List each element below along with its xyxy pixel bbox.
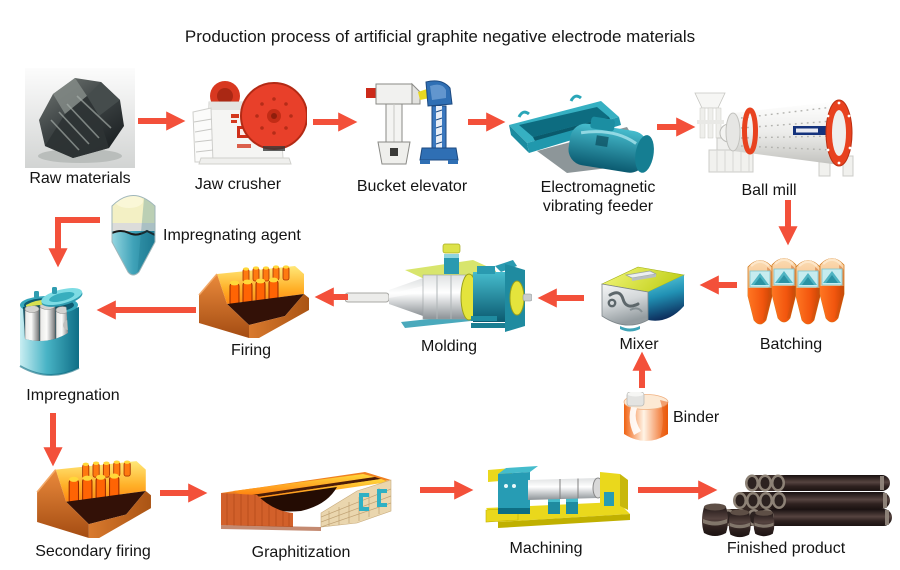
graphitization-label: Graphitization	[251, 544, 351, 561]
machining-illustration	[485, 466, 630, 528]
impregnation-illustration	[19, 287, 83, 377]
node-jaw-crusher	[187, 70, 307, 168]
node-bucket-elevator	[362, 78, 463, 173]
machining-label: Machining	[509, 540, 583, 557]
node-binder	[620, 392, 672, 445]
binder-illustration	[623, 392, 669, 441]
binder-label: Binder	[673, 409, 720, 426]
graphitization-illustration	[221, 472, 392, 531]
batching-illustration	[747, 257, 845, 326]
bucket-elevator-illustration	[366, 80, 459, 165]
node-mixer	[596, 262, 688, 332]
node-ball-mill	[693, 88, 860, 178]
molding-illustration	[345, 243, 532, 332]
firing-label: Firing	[230, 342, 272, 359]
batching-label: Batching	[759, 336, 823, 353]
finished-product-illustration	[702, 474, 892, 538]
node-raw-materials	[25, 68, 135, 168]
impregnation-label: Impregnation	[26, 387, 120, 404]
impregnating-agent-illustration	[111, 195, 156, 276]
arrow-agent-to-impregnation	[48, 217, 100, 268]
node-graphitization	[217, 465, 392, 535]
node-firing	[197, 264, 310, 338]
diagram-title: Production process of artificial graphit…	[184, 27, 696, 46]
node-vibrating-feeder	[507, 93, 655, 177]
mixer-label: Mixer	[619, 336, 659, 353]
bucket-elevator-label: Bucket elevator	[356, 178, 468, 195]
raw-materials-illustration	[25, 68, 135, 168]
jaw-crusher-illustration	[192, 81, 307, 165]
firing-illustration	[197, 264, 310, 338]
ball-mill-illustration	[694, 92, 854, 177]
node-finished-product	[700, 457, 897, 540]
vibrating-feeder-illustration	[509, 94, 654, 173]
ball-mill-label: Ball mill	[741, 182, 797, 199]
node-impregnation	[10, 283, 88, 384]
finished-product-label: Finished product	[726, 540, 846, 557]
node-secondary-firing	[35, 459, 152, 538]
jaw-crusher-label: Jaw crusher	[194, 176, 282, 193]
secondary-firing-label: Secondary firing	[35, 543, 151, 560]
node-molding	[345, 242, 532, 334]
secondary-firing-illustration	[35, 459, 152, 538]
node-batching	[747, 252, 845, 330]
node-machining	[482, 466, 630, 528]
mixer-illustration	[601, 266, 685, 332]
molding-label: Molding	[420, 338, 478, 355]
raw-materials-label: Raw materials	[29, 170, 131, 187]
vibrating-feeder-label: Electromagnetic vibrating feeder	[540, 179, 656, 215]
impregnating-agent-label: Impregnating agent	[163, 227, 301, 244]
node-impregnating-agent	[107, 187, 160, 278]
